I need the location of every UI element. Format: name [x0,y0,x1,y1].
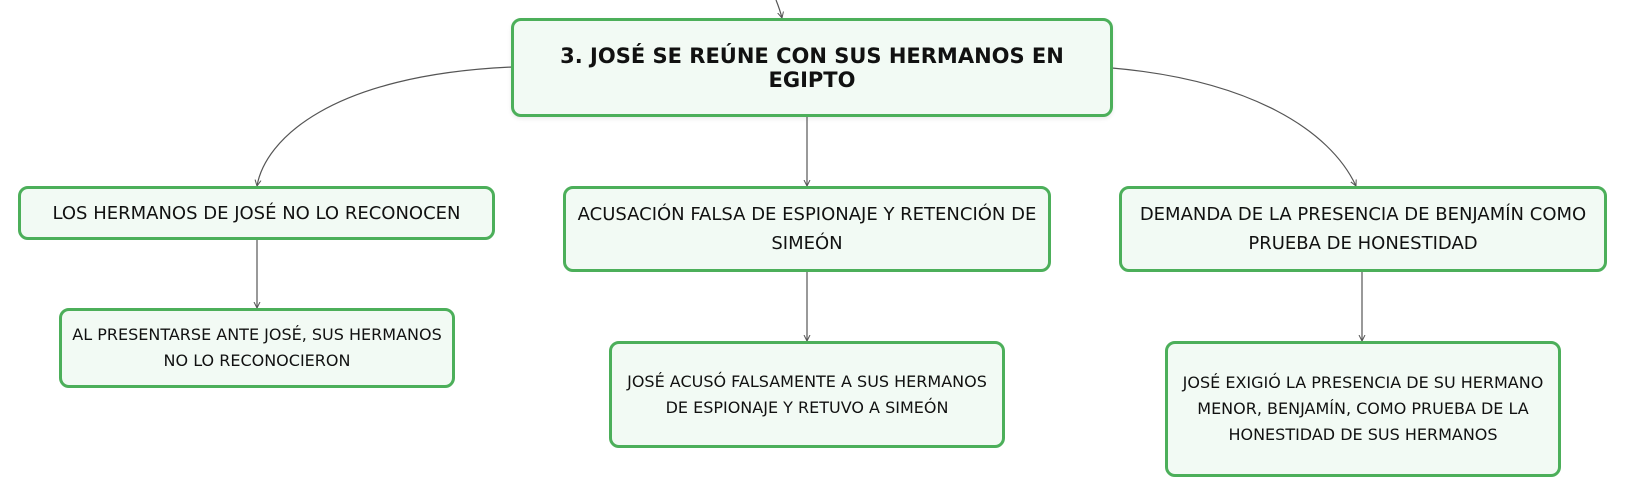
branch-3-detail-node[interactable]: JOSÉ EXIGIÓ LA PRESENCIA DE SU HERMANO M… [1165,341,1561,477]
branch-1-detail: AL PRESENTARSE ANTE JOSÉ, SUS HERMANOS N… [72,325,442,370]
branch-2-node[interactable]: ACUSACIÓN FALSA DE ESPIONAJE Y RETENCIÓN… [563,186,1051,272]
branch-3-title: DEMANDA DE LA PRESENCIA DE BENJAMÍN COMO… [1139,204,1587,254]
branch-1-detail-node[interactable]: AL PRESENTARSE ANTE JOSÉ, SUS HERMANOS N… [59,308,455,388]
main-topic-label: 3. JOSÉ SE REÚNE CON SUS HERMANOS EN EGI… [560,43,1064,92]
main-topic-node[interactable]: 3. JOSÉ SE REÚNE CON SUS HERMANOS EN EGI… [511,18,1113,117]
branch-2-title: ACUSACIÓN FALSA DE ESPIONAJE Y RETENCIÓN… [577,204,1037,254]
link-main-to-branch-1 [257,66,513,186]
link-incoming [775,0,782,18]
branch-1-title: LOS HERMANOS DE JOSÉ NO LO RECONOCEN [52,202,461,224]
branch-2-detail: JOSÉ ACUSÓ FALSAMENTE A SUS HERMANOS DE … [627,371,987,417]
branch-1-node[interactable]: LOS HERMANOS DE JOSÉ NO LO RECONOCEN [18,186,495,240]
link-main-to-branch-3 [1111,67,1356,186]
branch-3-node[interactable]: DEMANDA DE LA PRESENCIA DE BENJAMÍN COMO… [1119,186,1607,272]
branch-3-detail: JOSÉ EXIGIÓ LA PRESENCIA DE SU HERMANO M… [1182,373,1544,444]
branch-2-detail-node[interactable]: JOSÉ ACUSÓ FALSAMENTE A SUS HERMANOS DE … [609,341,1005,448]
